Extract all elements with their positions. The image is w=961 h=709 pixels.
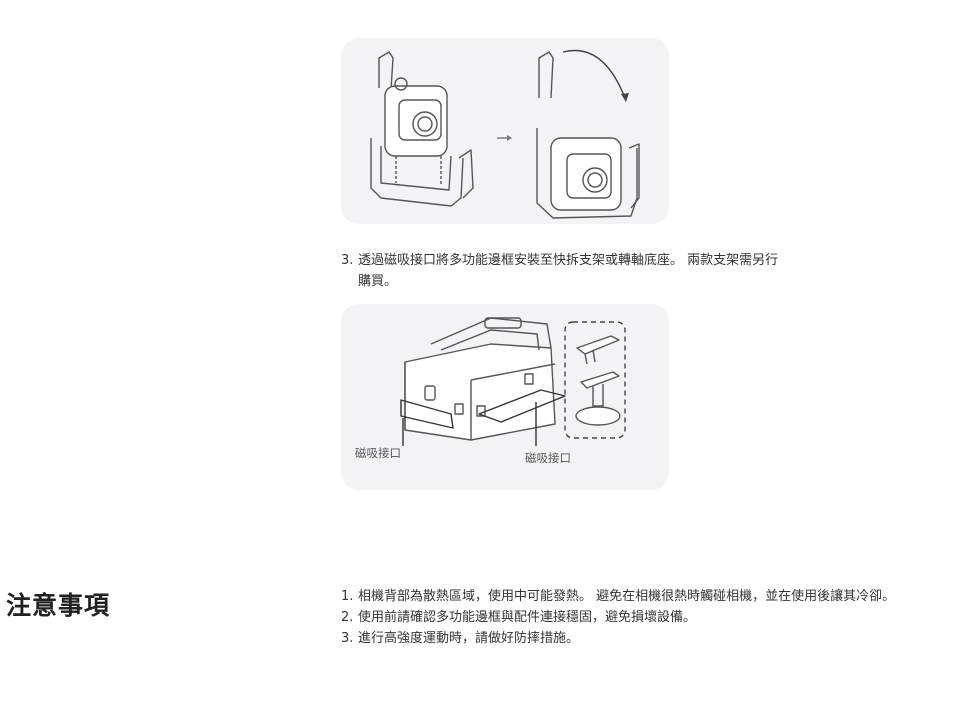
note-item: 1. 相機背部為散熱區域，使用中可能發熱。 避免在相機很熱時觸碰相機，並在使用後… — [341, 586, 956, 607]
step-text: 透過磁吸接口將多功能邊框安裝至快拆支架或轉軸底座。 兩款支架需另行購買。 — [358, 253, 779, 289]
note-item: 3. 進行高強度運動時，請做好防摔措施。 — [341, 628, 956, 649]
note-text: 進行高強度運動時，請做好防摔措施。 — [358, 631, 580, 646]
note-number: 2. — [341, 610, 354, 625]
step-number: 3. — [341, 253, 354, 268]
notes-list: 1. 相機背部為散熱區域，使用中可能發熱。 避免在相機很熱時觸碰相機，並在使用後… — [341, 586, 956, 649]
notes-heading: 注意事項 — [6, 591, 111, 620]
illustration-magnetic-mounts: 磁吸接口 磁吸接口 — [341, 304, 669, 490]
magnetic-port-label-right: 磁吸接口 — [525, 451, 571, 465]
camera-cage-diagram — [370, 49, 640, 219]
note-number: 1. — [341, 589, 354, 604]
note-item: 2. 使用前請確認多功能邊框與配件連接穩固，避免損壞設備。 — [341, 607, 956, 628]
step-3-instruction: 3. 透過磁吸接口將多功能邊框安裝至快拆支架或轉軸底座。 兩款支架需另行購買。 — [341, 250, 781, 292]
note-number: 3. — [341, 631, 354, 646]
magnetic-port-label-left: 磁吸接口 — [355, 446, 401, 460]
note-text: 使用前請確認多功能邊框與配件連接穩固，避免損壞設備。 — [358, 610, 697, 625]
note-text: 相機背部為散熱區域，使用中可能發熱。 避免在相機很熱時觸碰相機，並在使用後讓其冷… — [358, 589, 896, 604]
illustration-attach-cage — [341, 38, 669, 224]
magnetic-interface-diagram: 磁吸接口 磁吸接口 — [355, 317, 626, 465]
